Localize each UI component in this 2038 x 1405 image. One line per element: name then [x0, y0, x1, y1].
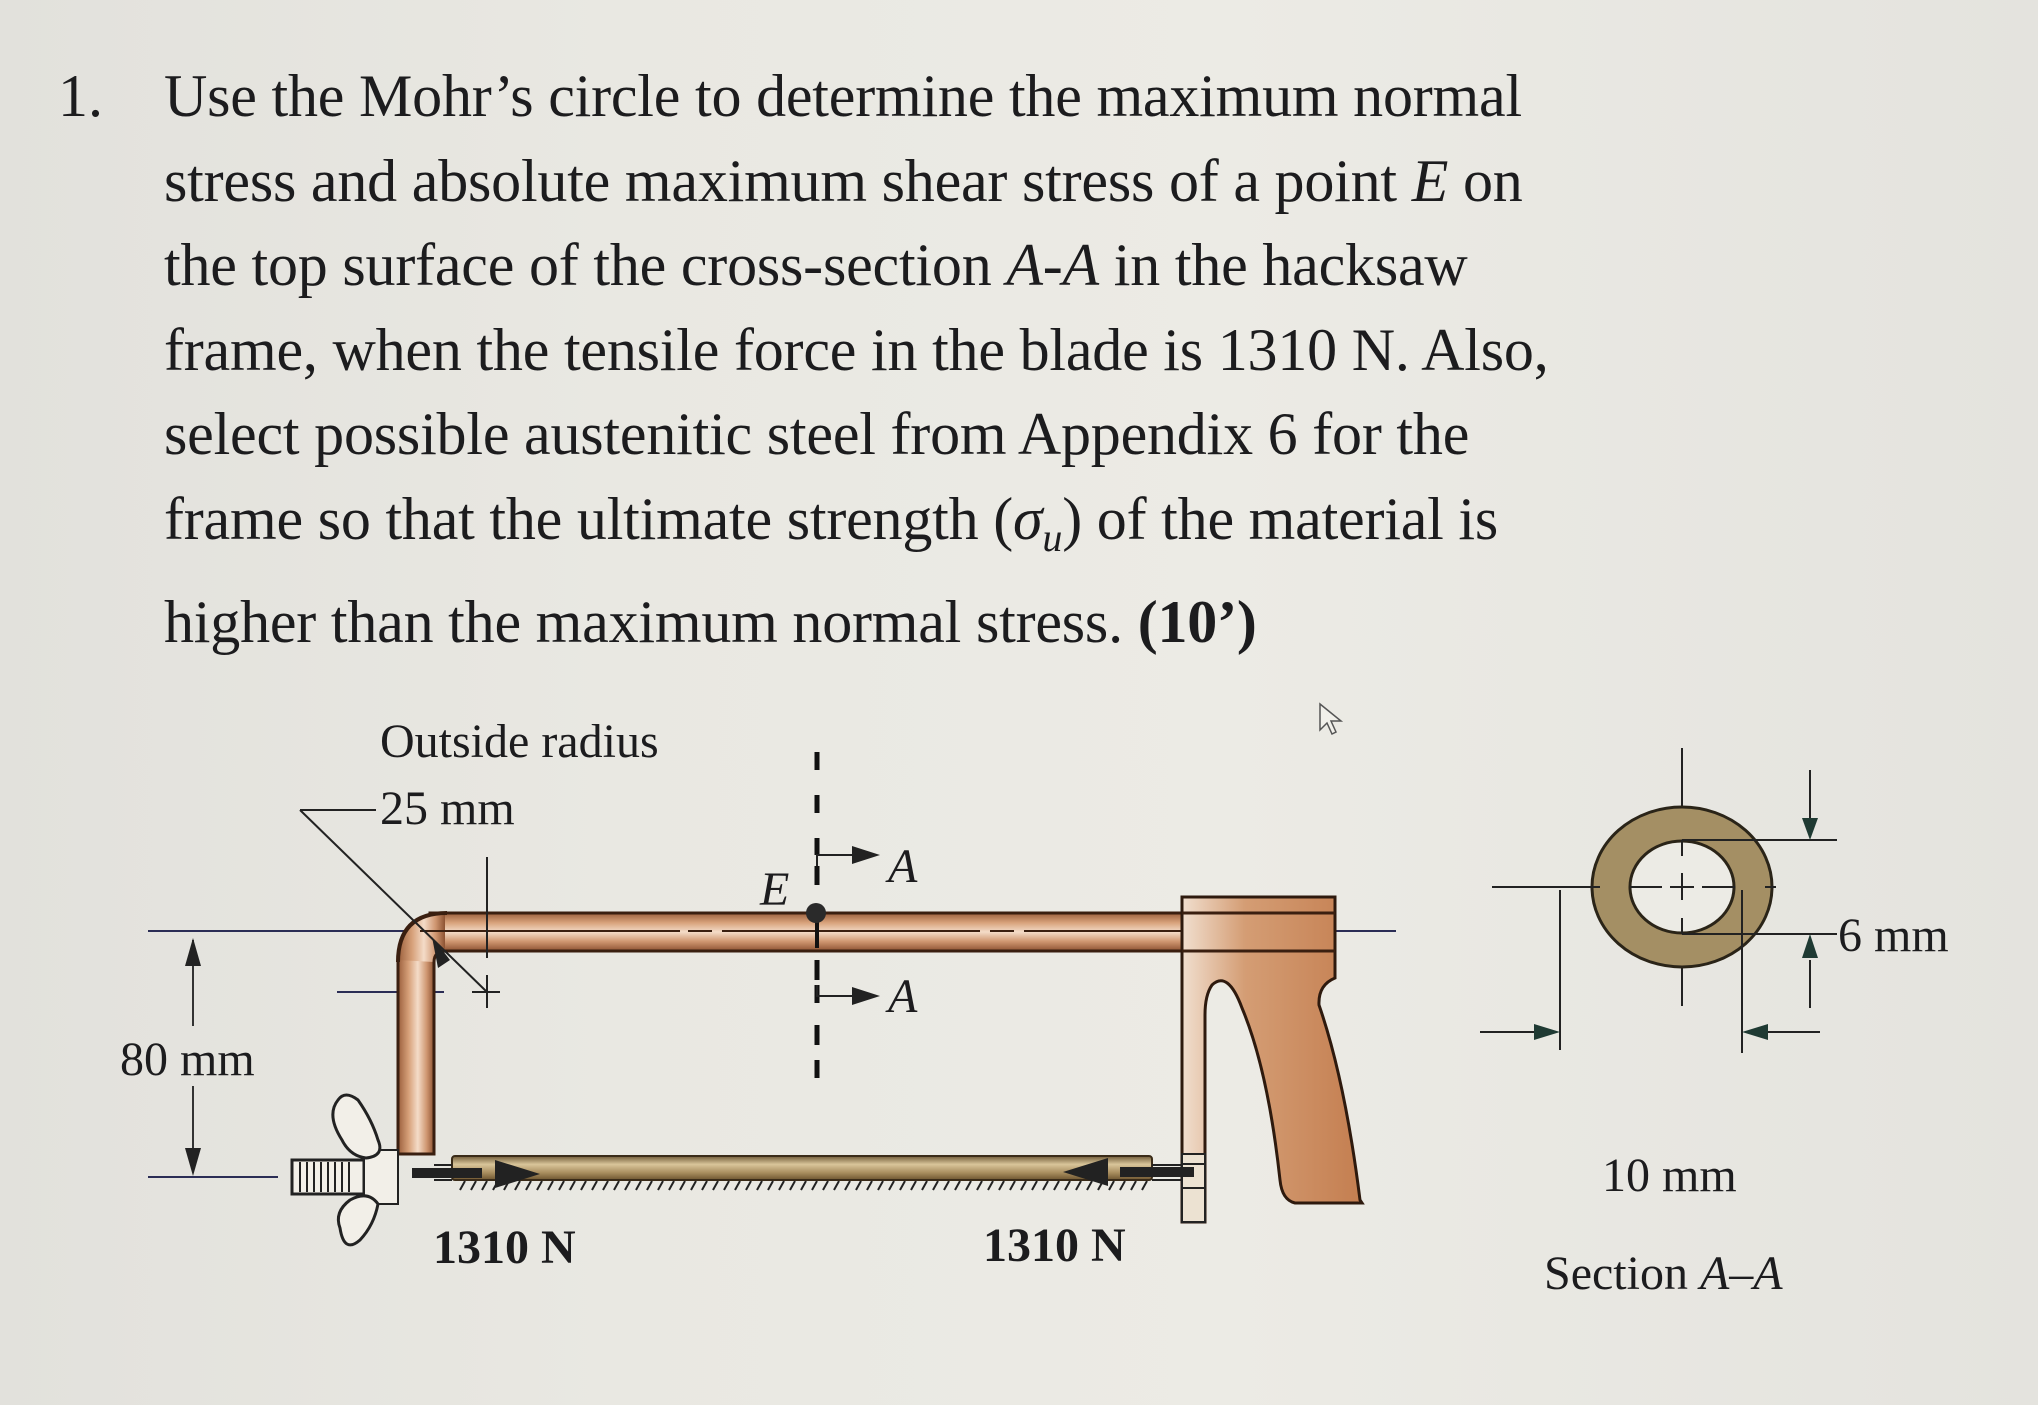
- point-e-ref: E: [1411, 147, 1449, 214]
- dim-arrow-right-icon: [1534, 1024, 1560, 1040]
- section-caption-name: A–A: [1699, 1247, 1783, 1300]
- section-view: [1480, 748, 1837, 1053]
- problem-text: Use the Mohr’s circle to determine the m…: [164, 54, 1984, 665]
- dimension-arrow-up-icon: [185, 938, 201, 966]
- point-e-label: E: [760, 863, 790, 916]
- force-right-label: 1310 N: [983, 1219, 1126, 1272]
- text-segment: Use the Mohr’s circle to determine the m…: [164, 63, 1522, 129]
- sigma-subscript: u: [1042, 514, 1063, 560]
- outside-radius-value: 25 mm: [380, 782, 515, 835]
- sigma-symbol: σ: [1013, 485, 1043, 552]
- mouse-pointer-icon: [1319, 702, 1344, 736]
- section-caption: Section A–A: [1544, 1250, 1783, 1298]
- problem-line-1: Use the Mohr’s circle to determine the m…: [164, 54, 1984, 139]
- saw-blade: [412, 1155, 1194, 1191]
- height-dimension-label: 80 mm: [120, 1033, 255, 1086]
- problem-line-3: the top surface of the cross-section A-A…: [164, 223, 1984, 308]
- wing-nut: [290, 1093, 399, 1247]
- force-arrow-right-icon: [495, 1160, 540, 1188]
- section-caption-prefix: Section: [1544, 1247, 1700, 1300]
- points-badge: (10’): [1137, 589, 1257, 655]
- section-arrow-bottom-icon: [852, 987, 880, 1005]
- dimension-arrow-down-icon: [185, 1148, 201, 1176]
- problem-number: 1.: [58, 63, 103, 129]
- text-segment: higher than the maximum normal stress.: [164, 589, 1138, 655]
- text-segment: in the hacksaw: [1099, 232, 1468, 298]
- point-e-marker: [806, 903, 826, 923]
- text-segment: ) of the material is: [1062, 485, 1499, 552]
- text-segment: on: [1448, 147, 1523, 214]
- dim-arrow-down-icon: [1802, 818, 1818, 840]
- problem-line-2: stress and absolute maximum shear stress…: [164, 139, 1984, 224]
- section-cut-line: [806, 752, 880, 1078]
- radius-arrow-icon: [432, 937, 450, 968]
- text-segment: frame so that the ultimate strength (: [164, 485, 1014, 552]
- hacksaw-handle: [1180, 895, 1365, 1224]
- outside-radius-label: Outside radius: [380, 715, 659, 768]
- problem-line-5: select possible austenitic steel from Ap…: [164, 392, 1984, 477]
- outer-diameter-label: 10 mm: [1602, 1149, 1737, 1202]
- force-left-label: 1310 N: [433, 1221, 576, 1274]
- text-segment: frame, when the tensile force in the bla…: [164, 316, 1549, 383]
- problem-line-4: frame, when the tensile force in the bla…: [164, 308, 1984, 393]
- section-label-top: A: [888, 840, 918, 893]
- section-ref: A-A: [1006, 232, 1099, 298]
- dim-arrow-left-icon: [1742, 1024, 1768, 1040]
- dim-arrow-up-icon: [1802, 934, 1818, 958]
- section-arrow-top-icon: [852, 846, 880, 864]
- problem-line-7: higher than the maximum normal stress. (…: [164, 580, 1984, 665]
- text-segment: select possible austenitic steel from Ap…: [164, 401, 1470, 467]
- section-label-bottom: A: [888, 970, 918, 1023]
- force-arrow-left-icon: [1063, 1158, 1108, 1186]
- problem-line-6: frame so that the ultimate strength (σu)…: [164, 477, 1984, 581]
- text-segment: stress and absolute maximum shear stress…: [164, 147, 1412, 214]
- text-segment: the top surface of the cross-section: [164, 232, 1007, 298]
- inner-diameter-label: 6 mm: [1838, 909, 1949, 962]
